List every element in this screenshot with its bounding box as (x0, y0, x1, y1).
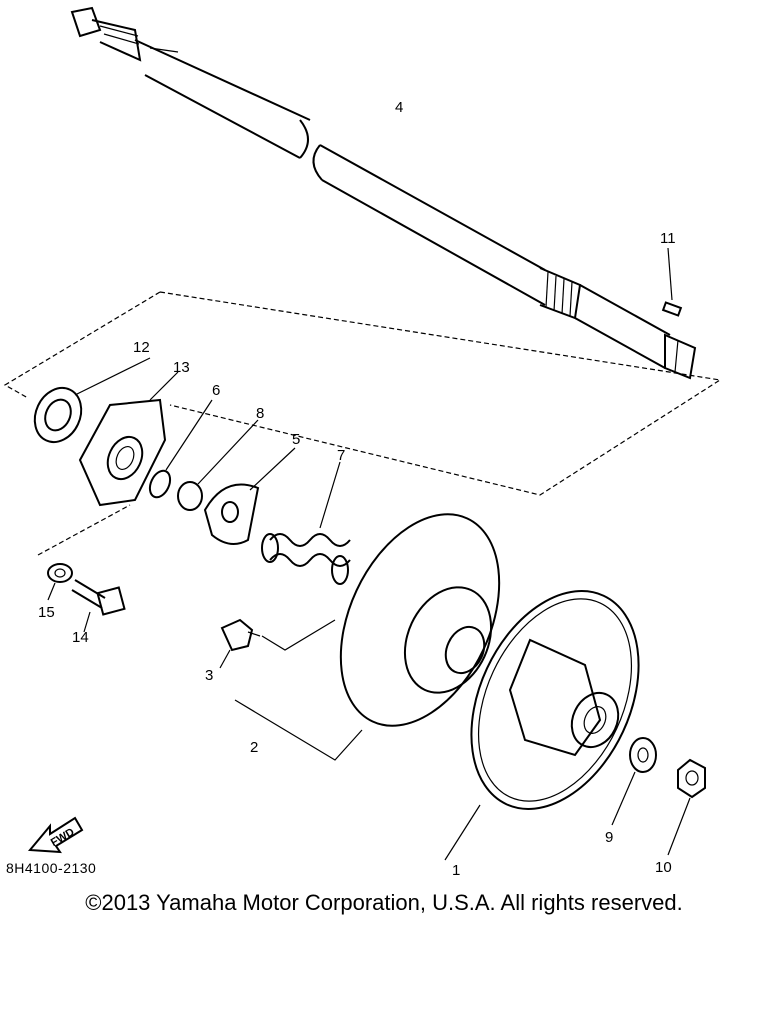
ring-part-6 (148, 469, 172, 499)
spring-part-7 (261, 461, 351, 585)
fwd-arrow-icon: FWD (27, 816, 84, 854)
exploded-parts-diagram: 1 2 3 4 5 6 7 8 9 10 11 12 13 14 15 FWD (3, 6, 722, 879)
fwd-arrow-text: FWD (49, 826, 77, 849)
label-part-11: 11 (660, 230, 676, 247)
label-part-4: 4 (395, 99, 403, 116)
bearing-part-12 (33, 357, 151, 444)
cam-part-5 (203, 447, 296, 545)
label-part-13: 13 (173, 359, 190, 376)
label-part-2: 2 (250, 739, 258, 756)
nut-part-15 (47, 563, 73, 601)
label-part-1: 1 (452, 862, 460, 879)
slider-part-3 (219, 618, 336, 669)
washer-part-9 (611, 737, 657, 826)
sheave-part-2 (234, 513, 501, 761)
plate-part-13 (78, 371, 179, 507)
label-part-8: 8 (256, 405, 264, 422)
label-part-3: 3 (205, 667, 213, 684)
label-part-9: 9 (605, 829, 613, 846)
label-part-15: 15 (38, 604, 55, 621)
label-part-6: 6 (212, 382, 220, 399)
sheave-part-1 (444, 590, 640, 861)
label-part-12: 12 (133, 339, 150, 356)
copyright-text: ©2013 Yamaha Motor Corporation, U.S.A. A… (85, 890, 683, 915)
label-part-10: 10 (655, 859, 672, 876)
shaft-part-4 (70, 6, 697, 380)
label-part-14: 14 (72, 629, 89, 646)
collar-part-8 (177, 481, 203, 511)
bolt-part-14 (71, 579, 126, 633)
diagram-canvas: 1 2 3 4 5 6 7 8 9 10 11 12 13 14 15 FWD (3, 6, 722, 879)
key-part-11 (661, 247, 683, 317)
label-part-5: 5 (292, 431, 300, 448)
nut-part-10 (667, 758, 706, 856)
label-part-7: 7 (337, 447, 345, 464)
diagram-code: 8H4100-2130 (6, 860, 97, 876)
